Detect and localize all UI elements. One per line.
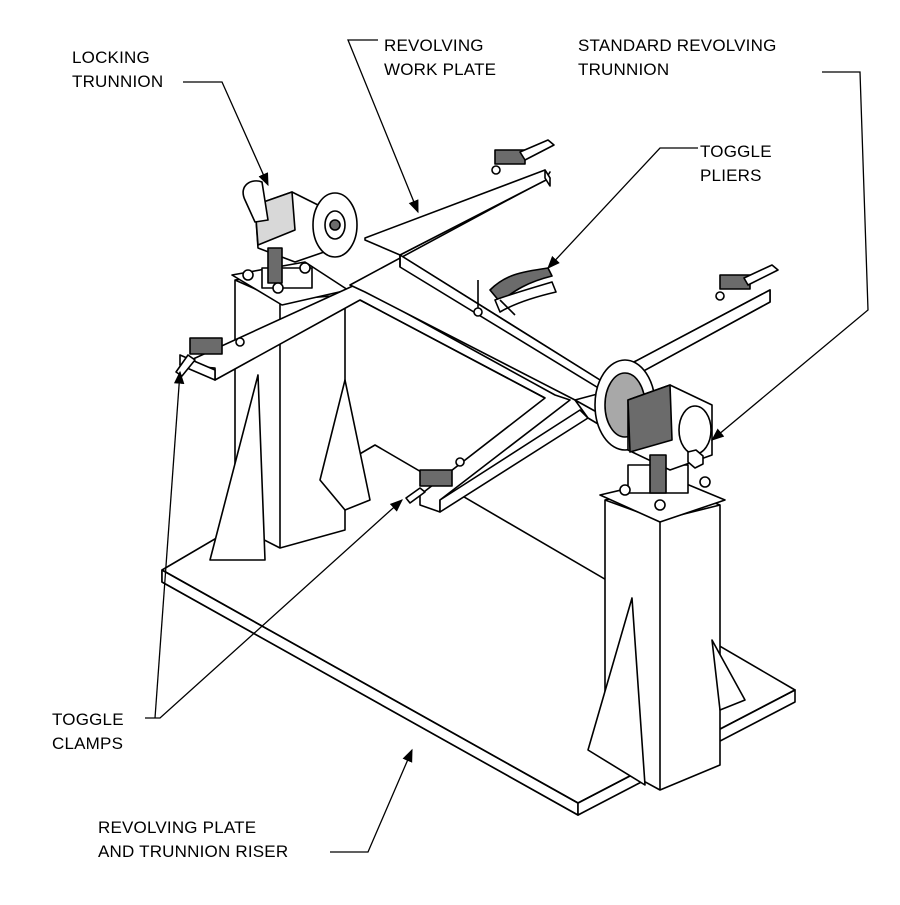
label-line-2: AND TRUNNION RISER <box>98 842 289 861</box>
label-line-2: PLIERS <box>700 166 762 185</box>
toggle-clamp-top <box>491 139 555 175</box>
label-line-1: TOGGLE <box>700 142 772 161</box>
right-riser <box>587 477 746 791</box>
label-toggle-pliers: TOGGLE PLIERS <box>700 140 772 188</box>
revolving-work-plate <box>179 169 771 513</box>
label-line-1: TOGGLE <box>52 710 124 729</box>
locking-trunnion <box>242 180 358 294</box>
leader-standard-trunnion <box>711 71 869 441</box>
leader-toggle-pliers <box>547 147 698 269</box>
toggle-clamp-right <box>715 264 779 301</box>
leader-toggle-clamps-front <box>145 499 403 719</box>
standard-revolving-trunnion <box>594 359 713 511</box>
label-revolving-work-plate: REVOLVING WORK PLATE <box>384 34 496 82</box>
label-line-2: TRUNNION <box>72 72 164 91</box>
toggle-clamp-front <box>405 457 465 504</box>
leader-revolving-plate-riser <box>330 748 413 853</box>
label-line-1: STANDARD REVOLVING <box>578 36 777 55</box>
label-line-1: REVOLVING <box>384 36 484 55</box>
toggle-pliers <box>473 267 557 317</box>
label-revolving-plate-riser: REVOLVING PLATE AND TRUNNION RISER <box>98 816 288 864</box>
label-toggle-clamps: TOGGLE CLAMPS <box>52 708 124 756</box>
label-standard-revolving-trunnion: STANDARD REVOLVING TRUNNION <box>578 34 777 82</box>
label-locking-trunnion: LOCKING TRUNNION <box>72 46 163 94</box>
label-line-1: REVOLVING PLATE <box>98 818 257 837</box>
label-line-2: CLAMPS <box>52 734 124 753</box>
leader-toggle-clamps-left <box>154 370 185 719</box>
leader-revolving-work-plate <box>347 39 419 214</box>
label-line-2: WORK PLATE <box>384 60 497 79</box>
label-line-2: TRUNNION <box>578 60 670 79</box>
leader-locking-trunnion <box>183 81 269 187</box>
label-line-1: LOCKING <box>72 48 150 67</box>
